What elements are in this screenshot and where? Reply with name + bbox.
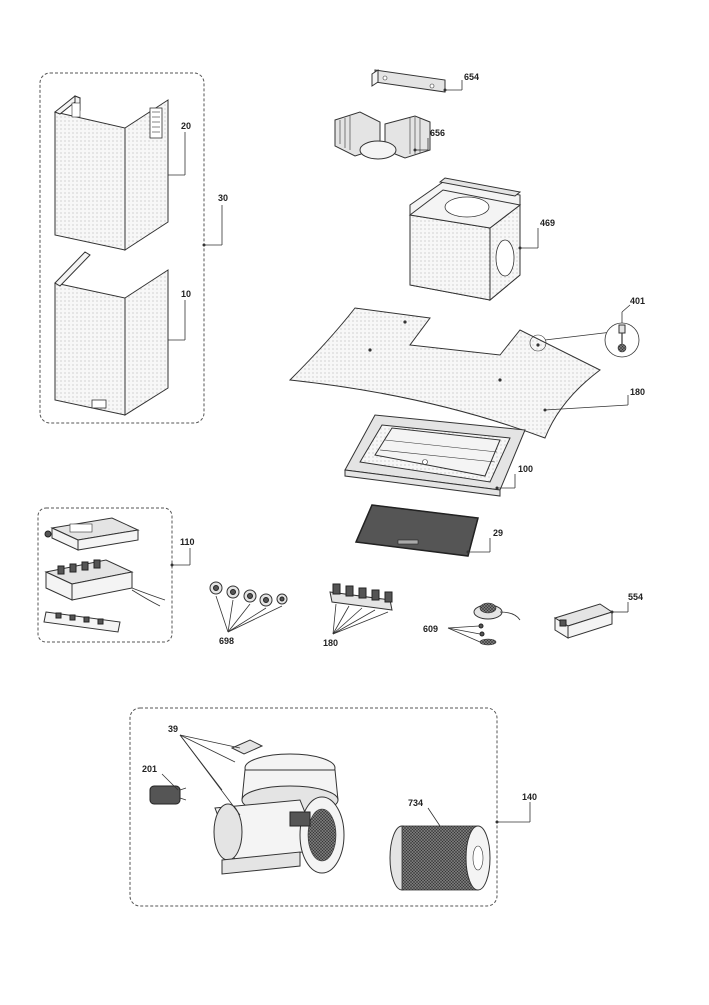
frame-assembly-part: 100 <box>344 414 533 497</box>
callout-180-holders: 180 <box>323 638 338 648</box>
callout-698: 698 <box>219 636 234 646</box>
lower-chimney-part <box>54 251 169 416</box>
light-holders-part: 180 <box>323 583 393 648</box>
duct-adapter-part: 656 <box>334 111 445 160</box>
screw-detail-part: 401 <box>604 296 645 358</box>
callout-734: 734 <box>408 798 423 808</box>
upper-chimney-part <box>54 95 169 251</box>
callout-656: 656 <box>430 128 445 138</box>
motor-housing-part: 469 <box>408 177 555 302</box>
motor-unit-part: 39 <box>168 724 345 875</box>
knob-3 <box>243 589 257 603</box>
callout-469: 469 <box>540 218 555 228</box>
control-panel-group: 110 <box>37 507 195 643</box>
glass-panel-part: 180 <box>288 307 645 439</box>
bracket-part: 654 <box>371 69 479 93</box>
callout-201: 201 <box>142 764 157 774</box>
knobs-part: 698 <box>209 581 288 646</box>
callout-609: 609 <box>423 624 438 634</box>
control-group-outline <box>37 507 173 643</box>
control-board-part <box>44 559 166 607</box>
control-cover-part <box>44 517 140 551</box>
callout-110: 110 <box>180 537 195 547</box>
chimney-group: 20 30 10 <box>39 72 228 424</box>
capacitor-part: 201 <box>142 764 187 805</box>
fan-wheel-part: 734 <box>389 798 491 891</box>
callout-554: 554 <box>628 592 643 602</box>
callout-20: 20 <box>181 121 191 131</box>
callout-180-glass: 180 <box>630 387 645 397</box>
motor-group: 201 39 734 <box>129 707 537 907</box>
callout-10: 10 <box>181 289 191 299</box>
knob-4 <box>259 593 273 607</box>
callout-29: 29 <box>493 528 503 538</box>
callout-140: 140 <box>522 792 537 802</box>
chimney-group-outline <box>39 72 205 424</box>
callout-100: 100 <box>518 464 533 474</box>
knob-2 <box>226 585 240 599</box>
callout-39: 39 <box>168 724 178 734</box>
knob-5 <box>276 593 288 605</box>
motor-group-outline <box>129 707 498 907</box>
knob-1 <box>209 581 223 595</box>
callout-401: 401 <box>630 296 645 306</box>
callout-30: 30 <box>218 193 228 203</box>
transformer-part: 554 <box>553 592 643 639</box>
grease-filter-part: 29 <box>354 504 503 557</box>
control-fascia-part <box>43 611 121 633</box>
lamp-part: 609 <box>423 602 521 646</box>
callout-654: 654 <box>464 72 479 82</box>
